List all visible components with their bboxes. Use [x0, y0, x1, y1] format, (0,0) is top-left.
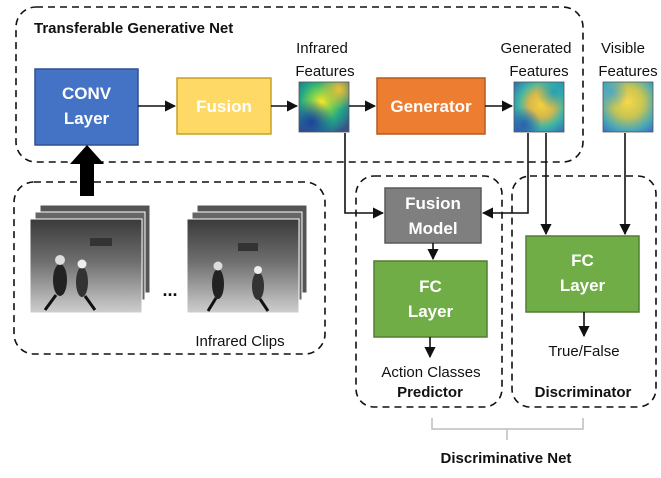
- clips-to-conv-arrow: [70, 145, 104, 196]
- generated-features-heatmap: [513, 81, 565, 133]
- action-classes-label: Action Classes: [381, 364, 480, 381]
- infrared-clip-stack-1: [29, 204, 151, 314]
- true-false-label: True/False: [548, 343, 619, 360]
- group-title: Transferable Generative Net: [34, 20, 233, 37]
- visible-features-line2: Features: [598, 63, 657, 80]
- transferable-generative-net-group: [15, 6, 584, 163]
- visible-features-line1: Visible: [601, 40, 645, 57]
- fc-discriminator-line2: Layer: [560, 276, 606, 295]
- infrared-features-line2: Features: [295, 63, 354, 80]
- infrared-clips-group: [13, 181, 326, 355]
- generator-block: [376, 77, 486, 135]
- infrared-features-line1: Infrared: [296, 40, 348, 57]
- infrared-clip-stack-2: [186, 204, 308, 314]
- fc-discriminator-line1: FC: [571, 251, 594, 270]
- fc-layer-discriminator-block: [525, 235, 640, 313]
- fc-predictor-line2: Layer: [408, 302, 454, 321]
- clips-ellipsis: ...: [162, 280, 177, 300]
- discriminative-net-bracket: [431, 418, 584, 430]
- arrow-infrared-to-fusion-model: [344, 133, 385, 219]
- infrared-clips-caption: Infrared Clips: [195, 333, 284, 350]
- discriminative-net-label: Discriminative Net: [441, 450, 572, 467]
- fusion-label: Fusion: [196, 97, 252, 116]
- infrared-features-heatmap: [298, 81, 350, 133]
- discriminator-group: [511, 175, 657, 408]
- generator-label: Generator: [390, 97, 472, 116]
- conv-label-line1: CONV: [62, 84, 112, 103]
- visible-features-heatmap: [602, 81, 654, 133]
- discriminator-label: Discriminator: [535, 384, 632, 401]
- generated-features-line2: Features: [509, 63, 568, 80]
- arrow-generated-to-fusion-model: [481, 133, 529, 219]
- fc-predictor-line1: FC: [419, 277, 442, 296]
- predictor-group: [355, 175, 503, 408]
- fusion-model-line2: Model: [408, 219, 457, 238]
- conv-label-line2: Layer: [64, 109, 110, 128]
- fusion-block: [176, 77, 272, 135]
- generated-features-line1: Generated: [501, 40, 572, 57]
- fc-layer-predictor-block: [373, 260, 488, 338]
- fusion-model-line1: Fusion: [405, 194, 461, 213]
- conv-layer-block: [34, 68, 139, 146]
- predictor-label: Predictor: [397, 384, 463, 401]
